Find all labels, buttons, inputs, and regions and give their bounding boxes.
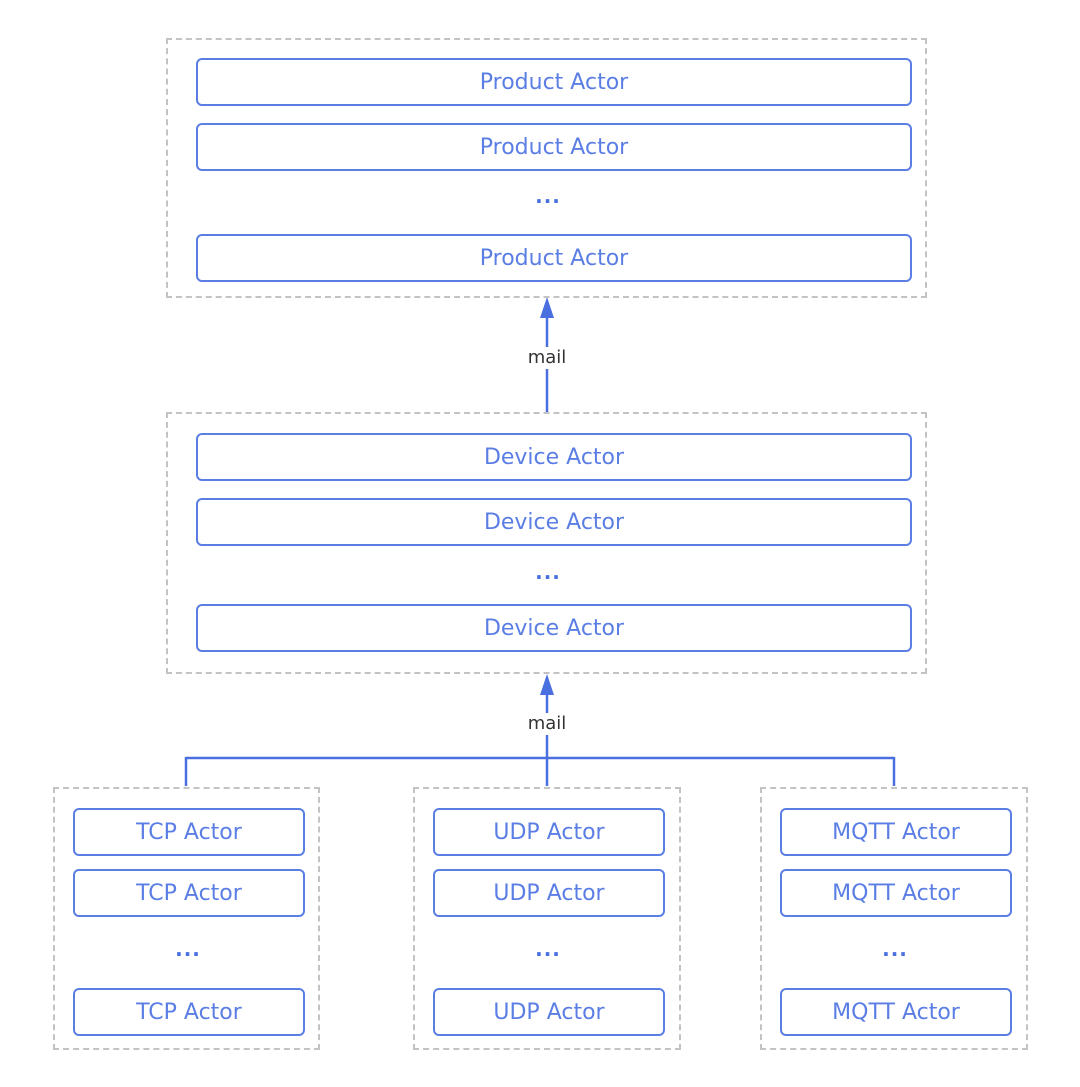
mail-label-top: mail	[522, 347, 572, 369]
udp-actor-ellipsis: ...	[535, 937, 561, 961]
udp-actor-box[interactable]: UDP Actor	[433, 988, 665, 1036]
device-actor-group: Device Actor Device Actor ... Device Act…	[166, 412, 927, 674]
mail-label-bottom: mail	[522, 713, 572, 735]
device-actor-box[interactable]: Device Actor	[196, 498, 912, 546]
mail-arrow-head-bottom	[540, 674, 554, 695]
udp-actor-group: UDP Actor UDP Actor ... UDP Actor	[413, 787, 681, 1050]
tcp-actor-ellipsis: ...	[175, 937, 201, 961]
device-actor-box[interactable]: Device Actor	[196, 604, 912, 652]
device-actor-box[interactable]: Device Actor	[196, 433, 912, 481]
device-actor-ellipsis: ...	[535, 560, 561, 584]
mqtt-actor-box[interactable]: MQTT Actor	[780, 988, 1012, 1036]
tcp-actor-box[interactable]: TCP Actor	[73, 808, 305, 856]
mqtt-actor-ellipsis: ...	[882, 937, 908, 961]
tcp-actor-box[interactable]: TCP Actor	[73, 869, 305, 917]
mqtt-actor-group: MQTT Actor MQTT Actor ... MQTT Actor	[760, 787, 1028, 1050]
mqtt-actor-box[interactable]: MQTT Actor	[780, 808, 1012, 856]
mqtt-actor-box[interactable]: MQTT Actor	[780, 869, 1012, 917]
tcp-actor-group: TCP Actor TCP Actor ... TCP Actor	[53, 787, 320, 1050]
udp-actor-box[interactable]: UDP Actor	[433, 869, 665, 917]
udp-actor-box[interactable]: UDP Actor	[433, 808, 665, 856]
product-actor-ellipsis: ...	[535, 184, 561, 208]
product-actor-box[interactable]: Product Actor	[196, 58, 912, 106]
product-actor-box[interactable]: Product Actor	[196, 234, 912, 282]
product-actor-box[interactable]: Product Actor	[196, 123, 912, 171]
mail-arrow-head-top	[540, 297, 554, 318]
product-actor-group: Product Actor Product Actor ... Product …	[166, 38, 927, 298]
tcp-actor-box[interactable]: TCP Actor	[73, 988, 305, 1036]
